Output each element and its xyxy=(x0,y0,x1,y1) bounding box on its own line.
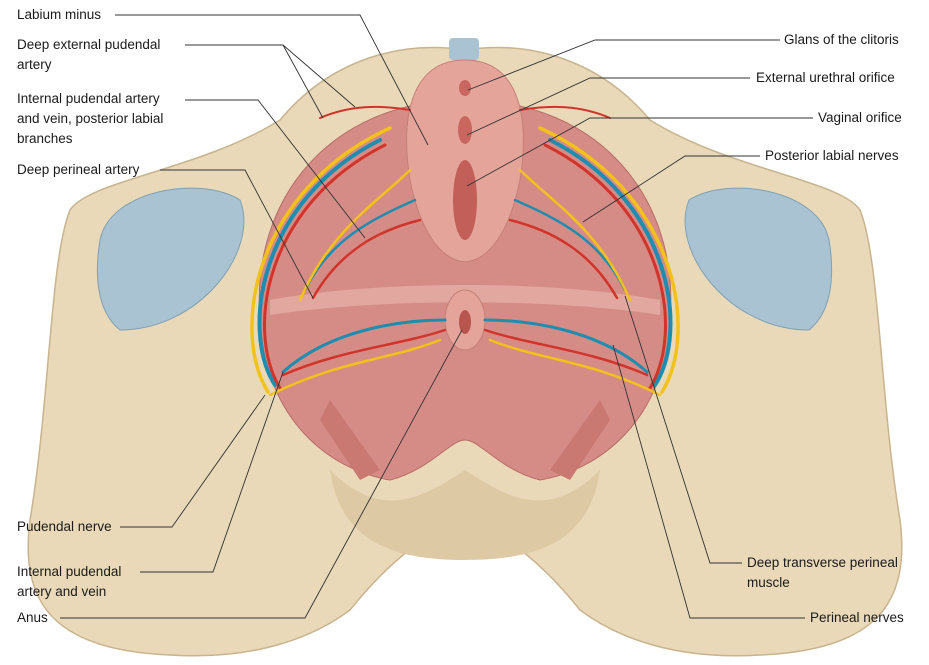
label-line: branches xyxy=(17,131,73,146)
label-deep-external-pudendal-artery: Deep external pudendal artery xyxy=(17,35,160,75)
label-line: muscle xyxy=(747,575,790,590)
label-deep-perineal-artery: Deep perineal artery xyxy=(17,162,140,177)
vessels-nerves xyxy=(250,105,680,397)
label-glans-clitoris: Glans of the clitoris xyxy=(784,32,899,47)
label-anus: Anus xyxy=(17,610,48,625)
label-line: artery xyxy=(17,57,52,72)
label-vaginal-orifice: Vaginal orifice xyxy=(818,110,902,125)
label-line: Deep transverse perineal xyxy=(747,555,898,570)
label-internal-pudendal-posterior-labial: Internal pudendal artery and vein, poste… xyxy=(17,89,163,149)
label-line: artery and vein xyxy=(17,584,107,599)
label-internal-pudendal-artery-vein: Internal pudendal artery and vein xyxy=(17,562,121,602)
label-line: Internal pudendal xyxy=(17,564,122,579)
anus xyxy=(444,289,486,351)
label-deep-transverse-perineal-muscle: Deep transverse perineal muscle xyxy=(747,553,898,593)
vulva xyxy=(406,59,524,263)
label-perineal-nerves: Perineal nerves xyxy=(810,610,904,625)
label-pudendal-nerve: Pudendal nerve xyxy=(17,519,112,534)
glans-clitoris xyxy=(459,80,471,96)
label-line: Internal pudendal artery xyxy=(17,91,160,106)
leader-lines xyxy=(60,14,813,619)
acetabulum-cartilage xyxy=(96,187,833,331)
label-external-urethral-orifice: External urethral orifice xyxy=(756,70,895,85)
label-line: and vein, posterior labial xyxy=(17,111,164,126)
label-line: Deep external pudendal xyxy=(17,37,161,52)
label-posterior-labial-nerves: Posterior labial nerves xyxy=(765,148,899,163)
label-labium-minus: Labium minus xyxy=(17,7,102,22)
